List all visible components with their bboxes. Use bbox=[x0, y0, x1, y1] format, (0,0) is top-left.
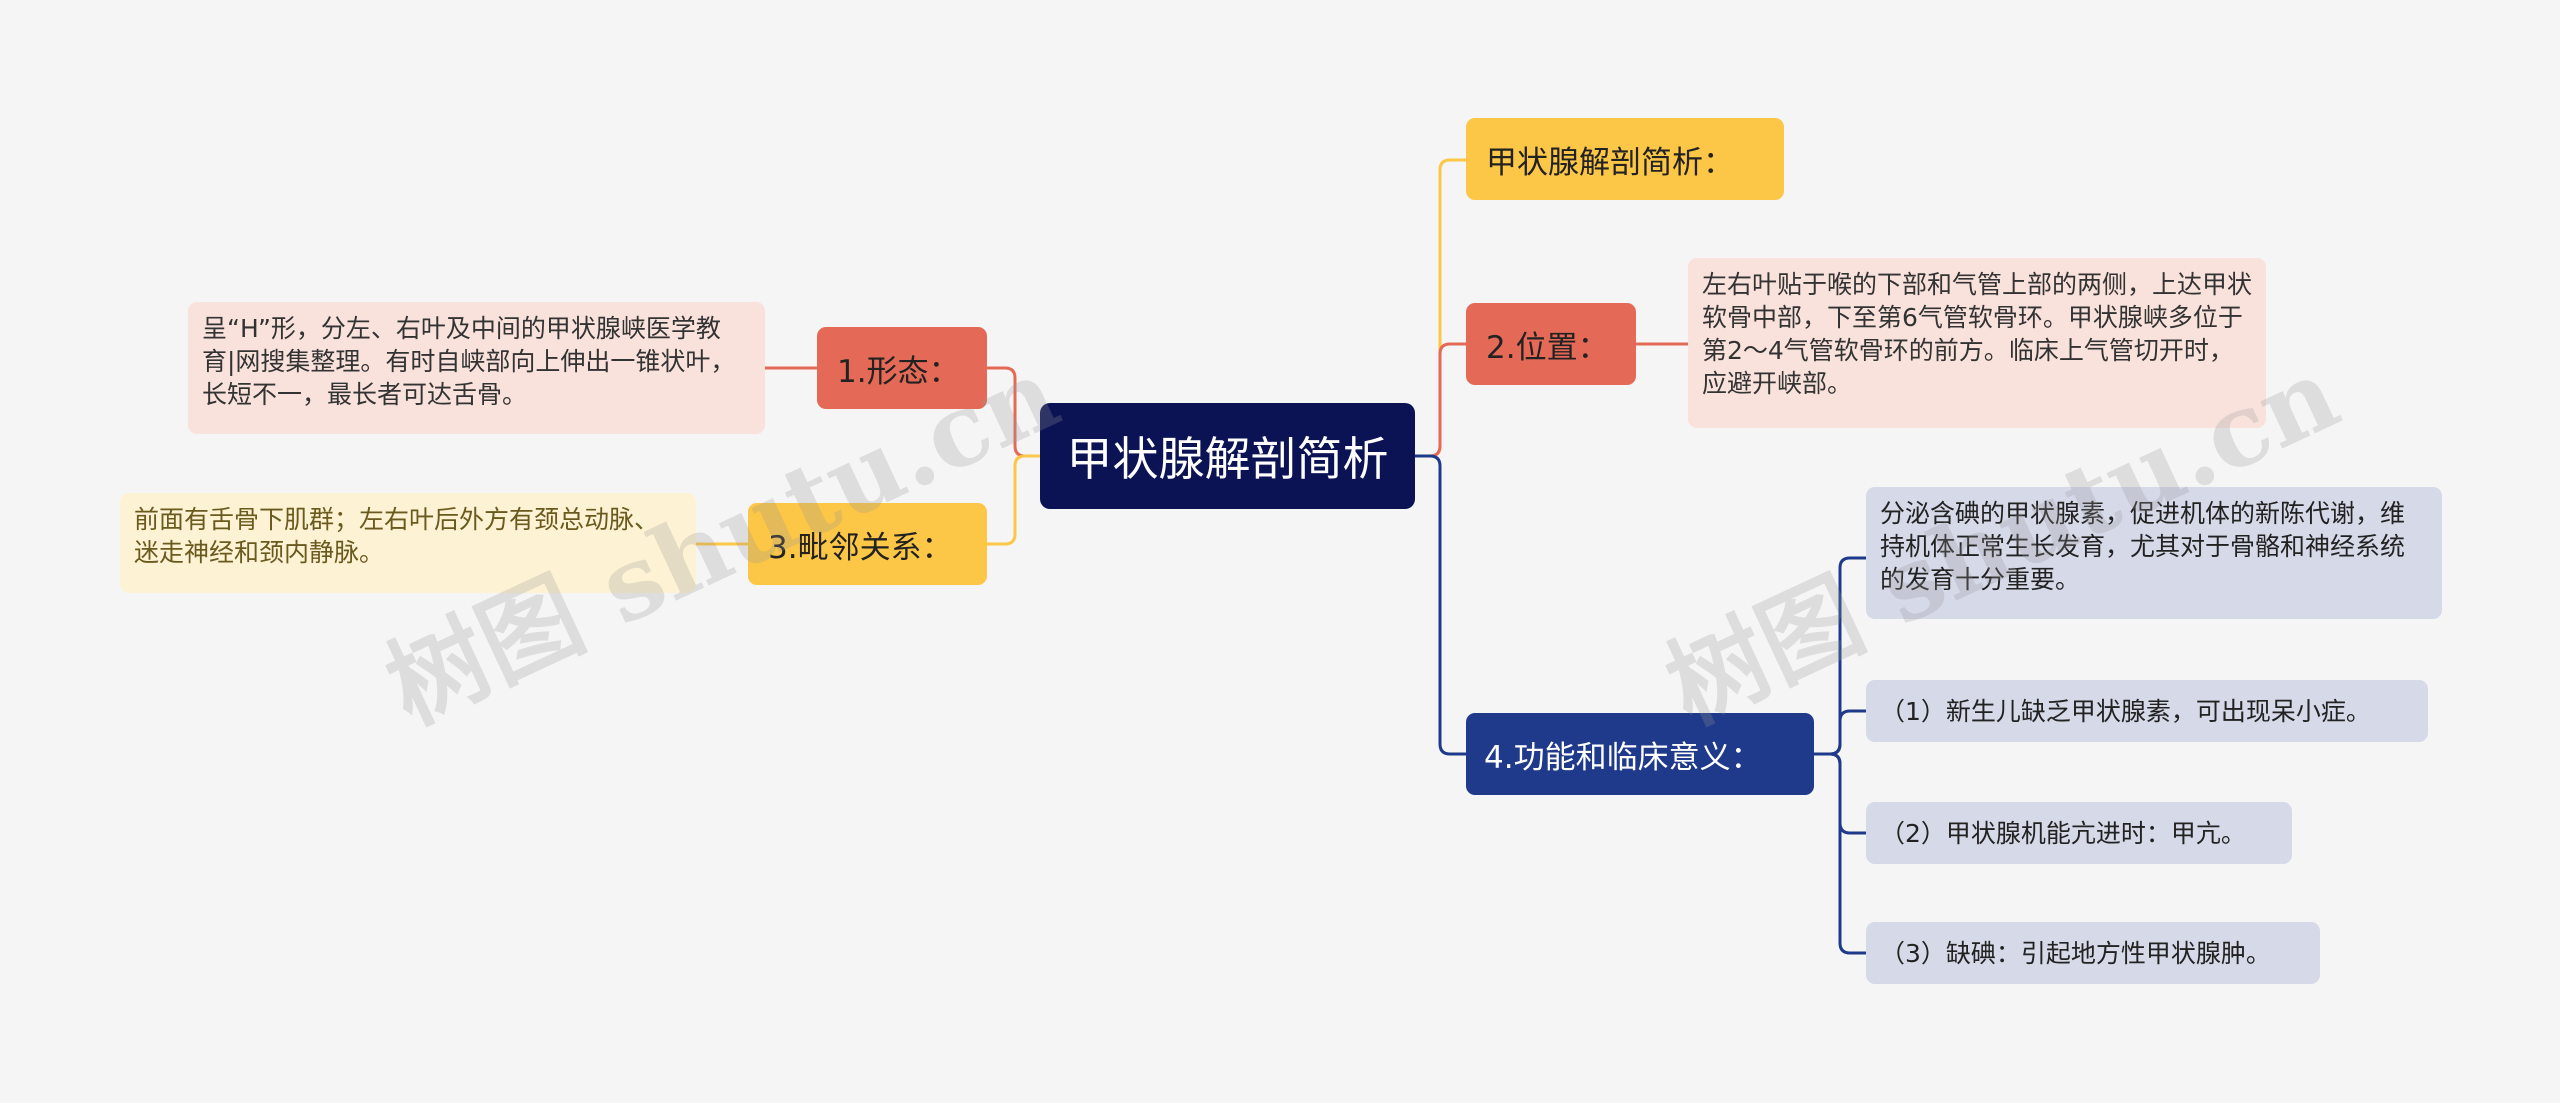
function-item-2-text: （2）甲状腺机能亢进时：甲亢。 bbox=[1880, 818, 2246, 848]
branch-title-label: 甲状腺解剖简析： bbox=[1486, 144, 1734, 181]
root-topic[interactable]: 甲状腺解剖简析 bbox=[1040, 403, 1415, 509]
function-item-0[interactable]: 分泌含碘的甲状腺素，促进机体的新陈代谢，维持机体正常生长发育，尤其对于骨骼和神经… bbox=[1866, 487, 2442, 619]
function-item-3[interactable]: （3）缺碘：引起地方性甲状腺肿。 bbox=[1866, 922, 2320, 984]
branch-function-label: 4.功能和临床意义： bbox=[1484, 739, 1762, 776]
position-detail[interactable]: 左右叶贴于喉的下部和气管上部的两侧，上达甲状软骨中部，下至第6气管软骨环。甲状腺… bbox=[1688, 258, 2266, 428]
shape-detail[interactable]: 呈“H”形，分左、右叶及中间的甲状腺峡医学教育|网搜集整理。有时自峡部向上伸出一… bbox=[188, 302, 765, 434]
branch-shape-label: 1.形态： bbox=[837, 353, 960, 390]
branch-function[interactable]: 4.功能和临床意义： bbox=[1466, 713, 1814, 795]
function-item-1-text: （1）新生儿缺乏甲状腺素，可出现呆小症。 bbox=[1880, 696, 2371, 726]
function-item-2[interactable]: （2）甲状腺机能亢进时：甲亢。 bbox=[1866, 802, 2292, 864]
branch-title[interactable]: 甲状腺解剖简析： bbox=[1466, 118, 1784, 200]
shape-detail-text: 呈“H”形，分左、右叶及中间的甲状腺峡医学教育|网搜集整理。有时自峡部向上伸出一… bbox=[202, 314, 736, 409]
link-root-function bbox=[1415, 454, 1466, 756]
branch-position[interactable]: 2.位置： bbox=[1466, 303, 1636, 385]
root-label: 甲状腺解剖简析 bbox=[1066, 432, 1389, 486]
branch-position-label: 2.位置： bbox=[1486, 329, 1609, 366]
link-root-position bbox=[1415, 342, 1466, 458]
link-root-adjacent bbox=[987, 454, 1040, 546]
link-root-shape bbox=[987, 366, 1040, 458]
function-item-0-text: 分泌含碘的甲状腺素，促进机体的新陈代谢，维持机体正常生长发育，尤其对于骨骼和神经… bbox=[1880, 499, 2406, 594]
branch-adjacent[interactable]: 3.毗邻关系： bbox=[748, 503, 987, 585]
branch-adjacent-label: 3.毗邻关系： bbox=[768, 529, 953, 566]
adjacent-detail-text: 前面有舌骨下肌群；左右叶后外方有颈总动脉、迷走神经和颈内静脉。 bbox=[134, 505, 660, 567]
function-item-3-text: （3）缺碘：引起地方性甲状腺肿。 bbox=[1880, 938, 2271, 968]
branch-shape[interactable]: 1.形态： bbox=[817, 327, 987, 409]
adjacent-detail[interactable]: 前面有舌骨下肌群；左右叶后外方有颈总动脉、迷走神经和颈内静脉。 bbox=[120, 493, 696, 593]
position-detail-text: 左右叶贴于喉的下部和气管上部的两侧，上达甲状软骨中部，下至第6气管软骨环。甲状腺… bbox=[1702, 270, 2253, 398]
function-item-1[interactable]: （1）新生儿缺乏甲状腺素，可出现呆小症。 bbox=[1866, 680, 2428, 742]
